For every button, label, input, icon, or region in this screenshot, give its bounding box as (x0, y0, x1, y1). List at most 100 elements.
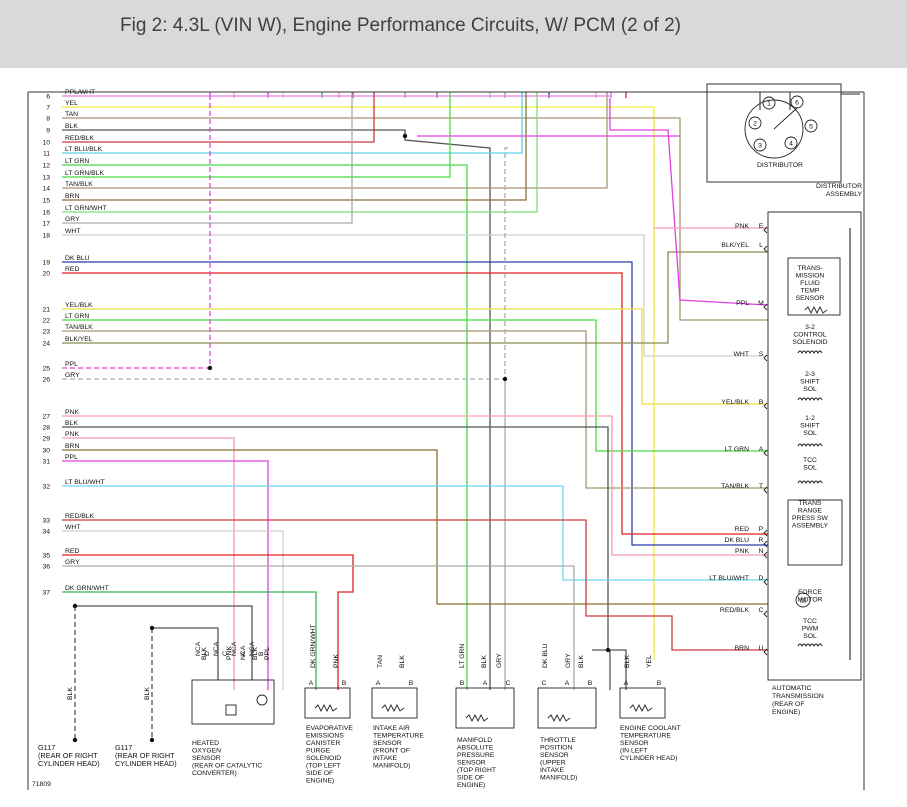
evap-canister-purge-solenoid-label-line-7: ENGINE) (306, 778, 334, 785)
trans-terminal-wire-7: RED (735, 526, 749, 533)
fluid-temp-sensor-box (787, 257, 841, 316)
wire-pin-23 (62, 330, 768, 489)
trans-terminal-pin-M: M (758, 300, 764, 307)
evap-canister-purge-solenoid-label-line-1: EMISSIONS (306, 733, 344, 740)
trans-component-2-line-0: 2-3 (805, 371, 815, 378)
distributor-pin-ring-4 (784, 136, 798, 150)
ground-2-top-dot (149, 625, 155, 631)
throttle-position-sensor-pin-A: A (565, 680, 570, 687)
throttle-position-sensor-resistor (547, 713, 571, 723)
pin-wire-label-30: BRN (65, 443, 79, 450)
wire-pin-11 (62, 92, 523, 154)
distributor-rotor (773, 107, 798, 130)
pin-number-8: 8 (46, 116, 50, 123)
distributor-pin-ring-3 (753, 138, 767, 152)
junction-dot-ppl (207, 365, 213, 371)
manifold-absolute-pressure-sensor-wire-label-2: GRY (496, 653, 503, 668)
evap-canister-purge-solenoid-wire-label-1: PNK (333, 654, 340, 668)
trans-terminal-chevron-10 (763, 578, 768, 586)
pin-number-6: 6 (46, 94, 50, 101)
wire-pin-17 (62, 92, 353, 224)
trans-terminal-pin-C: C (759, 607, 764, 614)
wire-pin-21 (62, 308, 768, 405)
wire-pin-19 (62, 261, 768, 546)
trans-terminal-pin-D: D (759, 575, 764, 582)
o2-pin-1: D (204, 651, 211, 656)
trans-terminal-pin-N: N (759, 548, 764, 555)
o2-pin-6: NCA (249, 641, 256, 656)
pin-number-24: 24 (42, 341, 50, 348)
engine-coolant-temperature-sensor-label-line-4: CYLINDER HEAD) (620, 755, 677, 762)
trans-terminal-wire-6: TAN/BLK (721, 483, 749, 490)
pin-number-18: 18 (42, 233, 50, 240)
wire-pin-7 (62, 106, 655, 660)
wire-pin-27 (62, 415, 768, 556)
pin-number-19: 19 (42, 260, 50, 267)
manifold-absolute-pressure-sensor-pin-C: C (506, 680, 511, 687)
pin-number-10: 10 (42, 140, 50, 147)
pin-number-25: 25 (42, 366, 50, 373)
manifold-absolute-pressure-sensor-label-line-6: ENGINE) (457, 782, 485, 789)
wire-pin-8 (62, 117, 768, 321)
wire-pin-22 (62, 319, 768, 452)
trans-component-5-line-0: TRANS (798, 500, 822, 507)
trans-terminal-wire-9: PNK (735, 548, 749, 555)
trans-component-7-line-0: TCC (803, 618, 817, 625)
wire-pin-24 (62, 251, 768, 344)
manifold-absolute-pressure-sensor-wire-label-1: BLK (481, 655, 488, 668)
intake-air-temperature-sensor-pin-B: B (409, 680, 414, 687)
engine-coolant-temperature-sensor-wire-label-0: BLK (624, 655, 631, 668)
distributor-pin-1: 1 (767, 101, 771, 108)
manifold-absolute-pressure-sensor-label-line-1: ABSOLUTE (457, 745, 494, 752)
distributor-pin-6: 6 (795, 100, 799, 107)
trans-component-1-line-1: CONTROL (793, 332, 826, 339)
ground-1-wire-label: BLK (67, 687, 74, 700)
pin-wire-label-26: GRY (65, 372, 80, 379)
throttle-position-sensor-pin-C: C (542, 680, 547, 687)
o2-pin-7: B (258, 651, 265, 656)
heated-oxygen-sensor-label-line-2: SENSOR (192, 755, 221, 762)
wire-pin-26 (62, 147, 510, 380)
heated-oxygen-sensor-label-line-4: CONVERTER) (192, 770, 237, 777)
trans-component-5-line-3: ASSEMBLY (792, 523, 829, 530)
intake-air-temperature-sensor-pin-A: A (376, 680, 381, 687)
throttle-position-sensor-label-line-2: SENSOR (540, 752, 569, 759)
transmission-box (767, 211, 862, 681)
heated-oxygen-sensor-label-line-1: OXYGEN (192, 748, 221, 755)
pin-number-22: 22 (42, 318, 50, 325)
intake-air-temperature-sensor-label-line-3: (FRONT OF (373, 748, 410, 755)
trans-component-0-line-0: TRANS- (797, 265, 822, 272)
engine-coolant-temperature-sensor-resistor (629, 703, 653, 713)
pin-wire-label-8: TAN (65, 111, 78, 118)
trans-terminal-chevron-1 (763, 245, 768, 253)
evap-canister-purge-solenoid-box (304, 687, 351, 719)
evap-canister-purge-solenoid-wire-label-0: DK GRN/WHT (310, 624, 317, 668)
wire-pin-6 (62, 92, 612, 97)
pin-number-26: 26 (42, 377, 50, 384)
trans-component-0-line-3: TEMP (801, 288, 820, 295)
engine-coolant-temperature-sensor-label-line-1: TEMPERATURE (620, 733, 671, 740)
pin-wire-label-35: RED (65, 548, 79, 555)
pin-wire-label-28: BLK (65, 420, 78, 427)
pin-number-35: 35 (42, 553, 50, 560)
manifold-absolute-pressure-sensor-pin-A: A (483, 680, 488, 687)
engine-coolant-temperature-sensor-label-line-3: (IN LEFT (620, 748, 648, 755)
pin-wire-label-20: RED (65, 266, 79, 273)
trans-component-0-line-2: FLUID (800, 280, 820, 287)
heated-oxygen-sensor-label-line-0: HEATED (192, 740, 219, 747)
pin-number-36: 36 (42, 564, 50, 571)
wire-pin-18 (62, 234, 768, 357)
o2-heater-element (225, 704, 237, 716)
heated-oxygen-sensor-wire-label-0: BLK (201, 647, 208, 660)
ground-2-label-line-1: (REAR OF RIGHT (115, 751, 175, 760)
trans-terminal-wire-2: PPL (736, 300, 749, 307)
pin-wire-label-31: PPL (65, 454, 78, 461)
wire-pin-31 (62, 460, 269, 690)
trans-terminal-chevron-7 (763, 529, 768, 537)
pin-wire-label-13: LT GRN/BLK (65, 170, 104, 177)
pin-wire-label-14: TAN/BLK (65, 181, 93, 188)
trans-terminal-chevron-6 (763, 486, 768, 494)
o2-pin-0: NCA (195, 641, 202, 656)
trans-range-switch-box (787, 499, 843, 566)
